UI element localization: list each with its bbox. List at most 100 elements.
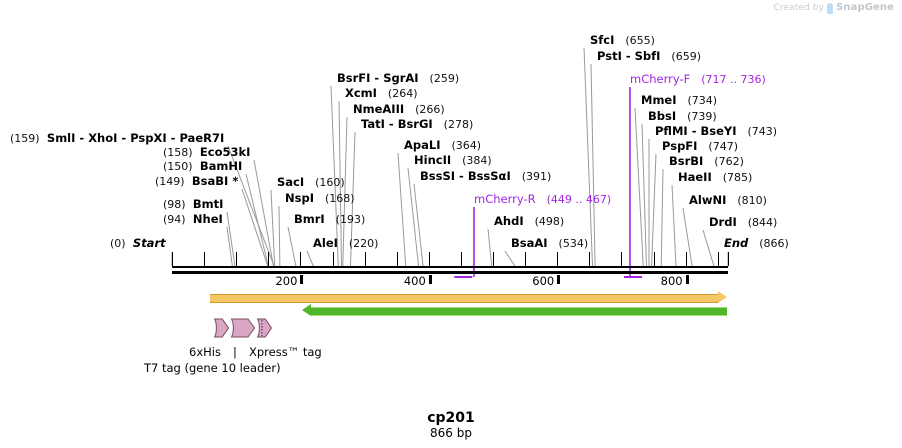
enzyme-label-haeii[interactable]: HaeII (785) [678, 171, 753, 184]
ruler-minor-tick [428, 252, 430, 266]
leader-bsssi-bsssqi [413, 183, 424, 267]
leader-mmei [634, 107, 644, 267]
enzyme-label-xcmi[interactable]: XcmI (264) [345, 87, 418, 100]
ruler-tick-label: 400 [403, 274, 426, 288]
enzyme-label-bamhi[interactable]: (150) BamHI [163, 159, 243, 173]
enzyme-label-bmti[interactable]: (98) BmtI [163, 197, 224, 211]
enzyme-label-bmri[interactable]: BmrI (193) [294, 212, 366, 226]
enzyme-label-nspi[interactable]: NspI (168) [285, 192, 355, 205]
enzyme-name: BmtI [192, 197, 224, 211]
feature-arrow-t7tag[interactable] [230, 315, 256, 341]
enzyme-name: BmrI [294, 212, 325, 226]
terminal-position: (0) [110, 237, 126, 250]
feature-arrow-shape [256, 318, 273, 338]
feature-label-tick-sep: | [233, 345, 237, 359]
leader-hincii [407, 167, 420, 267]
enzyme-label-hincii[interactable]: HincII (384) [414, 153, 492, 167]
leader-pspfi [651, 153, 657, 267]
enzyme-position: (384) [462, 154, 492, 167]
enzyme-position: (762) [714, 155, 744, 168]
enzyme-name: BsaBI * [191, 174, 239, 188]
enzyme-name: PflMI [655, 124, 688, 138]
enzyme-position: (785) [722, 171, 753, 184]
leader-eco53ki [253, 159, 274, 267]
enzyme-position: (364) [451, 139, 482, 152]
enzyme-label-bsssi-bsssqi[interactable]: BssSI - BssSαI (391) [420, 170, 551, 183]
ruler-minor-tick [589, 252, 591, 266]
enzyme-label-sfci[interactable]: SfcI (655) [590, 34, 655, 47]
enzyme-label-tati-bsrgi[interactable]: TatI - BsrGI (278) [361, 117, 473, 131]
enzyme-name: TatI [361, 117, 385, 131]
leader-bmti [226, 211, 236, 267]
snapgene-watermark: Created by SnapGene [773, 2, 894, 14]
enzyme-label-apali[interactable]: ApaLI (364) [404, 139, 482, 152]
enzyme-position: (160) [315, 176, 345, 189]
feature-arrow-shape [213, 318, 230, 338]
enzyme-label-bsabi[interactable]: (149) BsaBI * [155, 174, 239, 188]
primer-label-mcherry-f[interactable]: mCherry-F (717 .. 736) [630, 73, 766, 86]
ruler-minor-tick [621, 252, 623, 266]
enzyme-position: (159) [10, 132, 40, 145]
ruler-minor-tick [300, 252, 302, 266]
leader-nspi [278, 205, 281, 267]
enzyme-label-smli-group[interactable]: (159) SmlI - XhoI - PspXI - PaeR7I [10, 131, 224, 145]
enzyme-label-ahdi[interactable]: AhdI (498) [494, 215, 564, 228]
enzyme-label-saci[interactable]: SacI (160) [277, 176, 345, 189]
terminal-label-start[interactable]: (0) Start [110, 237, 166, 250]
enzyme-position: (810) [737, 194, 767, 207]
enzyme-name-separator: - [166, 131, 180, 145]
enzyme-label-bsaai[interactable]: BsaAI (534) [511, 237, 588, 250]
terminal-label-end[interactable]: End (866) [724, 237, 789, 250]
leader-bsrbi [660, 168, 664, 267]
feature-label-xpress: Xpress™ tag [249, 345, 322, 359]
enzyme-position: (193) [335, 213, 366, 226]
enzyme-name: BamHI [199, 159, 243, 173]
enzyme-label-drdi[interactable]: DrdI (844) [709, 215, 777, 229]
enzyme-label-pflmi-bseyi[interactable]: PflMI - BseYI (743) [655, 124, 777, 138]
sequence-title: cp201 [427, 410, 475, 426]
enzyme-label-bsrbi[interactable]: BsrBI (762) [669, 155, 744, 168]
leader-psti-sbfi [590, 63, 596, 267]
ruler-minor-tick [268, 252, 270, 266]
feature-arrow-shape [230, 318, 256, 338]
enzyme-label-bsrfi-sgrai[interactable]: BsrFI - SgrAI (259) [337, 72, 459, 85]
leader-nhei [226, 226, 233, 267]
ruler-edge-tick-left [172, 252, 173, 266]
enzyme-name: AleI [313, 236, 338, 250]
enzyme-label-nmeaiii[interactable]: NmeAIII (266) [353, 103, 445, 116]
enzyme-label-eco53ki[interactable]: (158) Eco53kI [163, 146, 250, 159]
enzyme-name: MmeI [641, 93, 677, 107]
ruler-minor-tick [204, 252, 206, 266]
leader-alwni [682, 207, 693, 267]
enzyme-position: (655) [625, 34, 655, 47]
enzyme-position: (264) [387, 87, 418, 100]
enzyme-name: PspFI [662, 139, 698, 153]
feature-arrow-xpress[interactable] [256, 315, 273, 341]
feature-label-t7tag: T7 tag (gene 10 leader) [144, 361, 281, 375]
snapgene-logo-icon [827, 3, 834, 14]
primer-label-mcherry-r[interactable]: mCherry-R (449 .. 467) [474, 192, 611, 206]
enzyme-position: (739) [687, 110, 717, 123]
enzyme-label-mmei[interactable]: MmeI (734) [641, 93, 717, 107]
translation-arrow-head [718, 291, 727, 303]
leader-ahdi [487, 228, 493, 267]
enzyme-label-bbsi[interactable]: BbsI (739) [648, 110, 717, 123]
enzyme-label-pspfi[interactable]: PspFI (747) [662, 139, 739, 153]
enzyme-name: SmlI [46, 131, 76, 145]
enzyme-position: (747) [708, 140, 739, 153]
enzyme-label-psti-sbfi[interactable]: PstI - SbfI (659) [597, 49, 701, 63]
enzyme-name-separator: - [621, 49, 635, 63]
enzyme-label-nhei[interactable]: (94) NheI [163, 213, 223, 226]
enzyme-name: HincII [414, 153, 452, 167]
enzyme-label-alei[interactable]: AleI (220) [313, 236, 378, 250]
ruler-major-tick [557, 275, 561, 284]
ruler-tick-label: 600 [532, 274, 555, 288]
enzyme-label-alwni[interactable]: AlwNI (810) [689, 194, 767, 207]
enzyme-name: DrdI [709, 215, 737, 229]
primer-name: mCherry-R [474, 192, 536, 206]
watermark-prefix: Created by [773, 2, 825, 13]
feature-arrow-6xhis[interactable] [213, 315, 230, 341]
enzyme-position: (168) [324, 192, 355, 205]
enzyme-position: (659) [671, 50, 701, 63]
